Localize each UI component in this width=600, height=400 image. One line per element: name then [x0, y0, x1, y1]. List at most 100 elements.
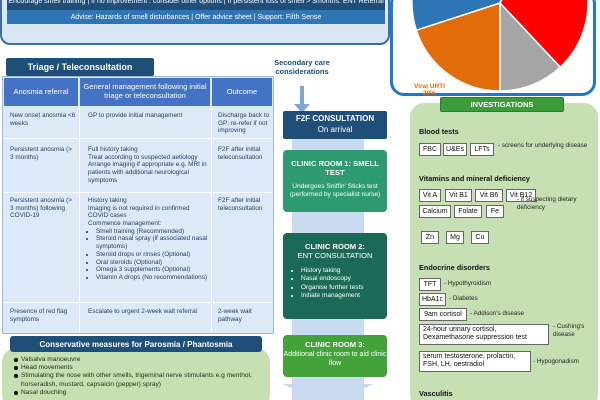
flow-arrow-head	[282, 384, 374, 400]
row1-outcome: Discharge back to GP: re-refer if not im…	[218, 112, 270, 135]
tag-vit-b1: Vit B1	[445, 189, 472, 202]
triage-title: Triage / Teleconsultation	[6, 58, 154, 76]
clinic3-description: Additional clinic room to aid clinic flo…	[283, 351, 387, 368]
clinic3-title: CLINIC ROOM 3:	[305, 340, 365, 349]
triage-table	[2, 76, 274, 334]
investigations-panel	[410, 103, 598, 400]
pie-label-value: 20%	[422, 90, 436, 98]
tag-vit-b6: Vit B6	[475, 189, 503, 202]
smell-training-strip: Encourage smell training | If no improve…	[7, 0, 385, 10]
column-divider	[79, 106, 80, 332]
row2-management: Full history taking Treat according to s…	[88, 146, 207, 184]
list-item: Steroid drops or rinses (Optional)	[96, 251, 210, 259]
tag-hba1c: HbA1c	[419, 293, 446, 306]
row4-referral: Presence of red flag symptoms	[10, 308, 68, 323]
tag-urinary-cortisol: 24-hour urinary cortisol, Dexamethasone …	[419, 324, 549, 345]
cortisol-note: - Addison's disease	[470, 310, 525, 317]
vasculitis-heading: Vasculitis	[419, 389, 453, 398]
pie-label: Viral URTI 20%	[414, 83, 445, 97]
list-item: Stimulating the nose with other smells, …	[14, 372, 264, 388]
pie-slice-1	[411, 0, 503, 32]
clinic-room-3: CLINIC ROOM 3: Additional clinic room to…	[283, 335, 387, 377]
tag-lfts: LFTs	[470, 143, 494, 156]
row3-management-intro: History taking Imaging is not required i…	[88, 197, 190, 228]
row3-referral: Persistent anosmia (> 3 months) followin…	[10, 197, 72, 220]
f2f-subtitle: On arrival	[317, 124, 353, 134]
header-outcome: Outcome	[212, 78, 272, 106]
list-item: Oral steroids (Optional)	[96, 259, 210, 267]
conservative-title: Conservative measures for Parosmia / Pha…	[10, 336, 262, 352]
list-item: Head movements	[14, 364, 264, 372]
row2-outcome: F2F after initial teleconsultation	[218, 146, 263, 161]
row-divider	[4, 302, 272, 303]
arrow-shaft	[300, 86, 304, 108]
list-item: Nasal douching	[14, 389, 264, 397]
vitamins-note: - if suspecting dietary deficiency	[517, 196, 577, 211]
top-advice-panel: Encourage smell training | If no improve…	[0, 0, 390, 45]
row-divider	[4, 192, 272, 193]
tag-vit-a: Vit A	[419, 189, 441, 202]
tag-fe: Fe	[486, 205, 504, 218]
clinic2-title: CLINIC ROOM 2: ENT CONSULTATION	[283, 242, 387, 261]
tag-zn: Zn	[421, 231, 439, 244]
clinic1-description: Undergoes Sniffin' Sticks test (performe…	[289, 182, 381, 199]
tag-vit-b12: Vit B12	[506, 189, 536, 202]
hba1c-note: - Diabetes	[449, 295, 478, 302]
conservative-panel	[2, 348, 270, 400]
list-item: Initiate management	[301, 292, 387, 300]
tag-tft: TFT	[419, 278, 441, 291]
clinic1-title: CLINIC ROOM 1: SMELL TEST	[291, 159, 379, 178]
list-item: Steroid nasal spray (if associated nasal…	[96, 235, 210, 250]
clinic2-title-line1: CLINIC ROOM 2:	[305, 242, 365, 251]
list-item: Organise further tests	[301, 284, 387, 292]
pie-slice-3	[499, 1, 562, 92]
row1-management: GP to provide initial management	[88, 112, 183, 119]
clinic2-title-line2: ENT CONSULTATION	[297, 251, 373, 261]
tag-9am-cortisol: 9am cortisol	[419, 308, 467, 321]
row1-referral: New onset anosmia <6 weeks	[10, 112, 76, 127]
advise-strip: Advise: Hazards of smell disturbances | …	[7, 10, 385, 24]
pie-slice-0	[415, 1, 501, 92]
conservative-list: Valsalva manoeuvre Head movements Stimul…	[14, 356, 264, 397]
column-divider	[211, 106, 212, 332]
arrow-down-icon	[294, 104, 310, 113]
list-item: Valsalva manoeuvre	[14, 356, 264, 364]
list-item: History taking	[301, 267, 387, 275]
tag-serum-hormones: serum testosterone, prolactin, FSH, LH, …	[419, 351, 531, 372]
list-item: Nasal endoscopy	[301, 275, 387, 283]
tag-fbc: FBC	[419, 143, 441, 156]
tag-cu: Cu	[471, 231, 489, 244]
row4-outcome: 2-week wait pathway	[218, 308, 252, 323]
row2-referral: Persistent anosmia (> 3 months)	[10, 146, 72, 161]
tag-ues: U&Es	[443, 143, 467, 156]
vitamins-heading: Vitamins and mineral deficiency	[419, 174, 530, 183]
blood-tests-heading: Blood tests	[419, 127, 459, 136]
row3-management-list: Smell training (Recommended) Steroid nas…	[88, 228, 210, 282]
investigations-title: INVESTIGATIONS	[440, 97, 564, 112]
tag-mg: Mg	[446, 231, 464, 244]
tag-folate: Folate	[454, 205, 482, 218]
serum-note: - Hypogonadism	[533, 358, 579, 365]
secondary-care-label: Secondary care considerations	[274, 58, 330, 76]
clinic-room-1: CLINIC ROOM 1: SMELL TEST Undergoes Snif…	[283, 150, 387, 212]
blood-tests-note: - screens for underlying disease	[498, 142, 588, 149]
pie-chart	[411, 0, 589, 92]
pie-chart-panel	[390, 0, 596, 96]
list-item: Omega 3 supplements (Optional)	[96, 266, 210, 274]
pie-slice-2	[499, 0, 589, 69]
row4-management: Escalate to urgent 2-week wait referral	[88, 308, 198, 315]
f2f-consultation-box: F2F CONSULTATION On arrival	[283, 111, 387, 139]
header-anosmia-referral: Anosmia referral	[4, 78, 78, 106]
tag-calcium: Calcium	[419, 205, 451, 218]
list-item: Vitamin A drops (No recommendations)	[96, 274, 210, 282]
f2f-title: F2F CONSULTATION	[295, 114, 375, 123]
clinic2-list: History taking Nasal endoscopy Organise …	[301, 267, 387, 301]
list-item: Smell training (Recommended)	[96, 228, 210, 236]
endocrine-heading: Endocrine disorders	[419, 263, 490, 272]
header-general-management: General management following initial tri…	[80, 78, 210, 106]
tft-note: - Hypothyroidism	[444, 280, 492, 287]
row3-outcome: F2F after initial teleconsultation	[218, 197, 263, 212]
pie-label-name: Viral URTI	[414, 83, 445, 90]
urinary-note: - Cushing's disease	[553, 323, 585, 338]
